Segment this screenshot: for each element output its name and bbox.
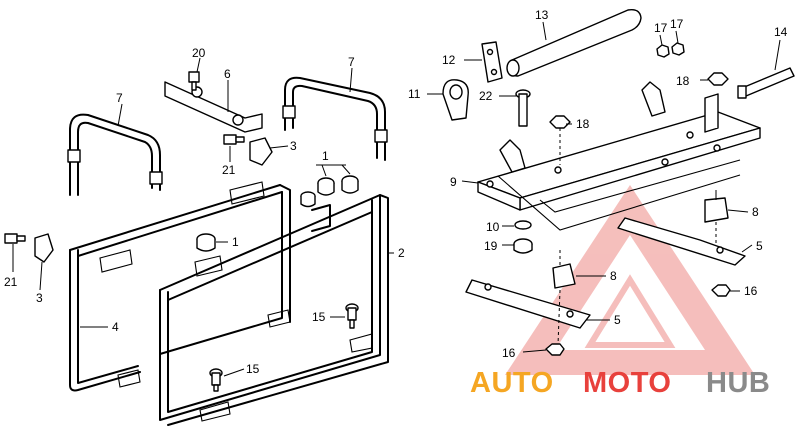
watermark-logo [505, 185, 755, 375]
watermark-wordmark: AUTO MOTO HUB [470, 367, 770, 399]
right-leaders [427, 21, 781, 353]
callout-5-lower: 5 [614, 313, 621, 327]
callout-9: 9 [450, 175, 457, 189]
callout-8-right: 8 [752, 205, 759, 219]
callout-21-left: 21 [4, 275, 18, 289]
callout-21-upper: 21 [222, 163, 236, 177]
pin-part-21-upper [223, 134, 245, 145]
callout-8-lower: 8 [610, 269, 617, 283]
clip-part-3-upper [249, 137, 273, 166]
callout-14: 14 [774, 25, 788, 39]
nut-part-17-b [671, 42, 685, 56]
callout-17-b: 17 [670, 17, 684, 31]
callout-17-a: 17 [654, 21, 668, 35]
pin-part-20 [188, 71, 200, 91]
rail-upright [704, 93, 719, 133]
nut-part-16-lower [545, 343, 565, 356]
nut-part-17-a [656, 44, 670, 58]
mount-part-8-lower [552, 250, 576, 346]
callout-7-right: 7 [348, 55, 355, 69]
watermark-part-auto: AUTO [470, 367, 554, 399]
nut-part-19 [513, 238, 533, 254]
callout-16-right: 16 [744, 284, 758, 298]
callout-1-upper: 1 [322, 149, 329, 163]
watermark-inner-triangle [584, 274, 676, 348]
callout-16-lower: 16 [502, 346, 516, 360]
callout-19: 19 [484, 239, 498, 253]
callout-5-upper: 5 [756, 239, 763, 253]
rubber-foot-part-1-d [300, 191, 316, 208]
nut-part-18-rail [549, 115, 571, 165]
callout-18-upper: 18 [676, 74, 690, 88]
frame-part-2 [159, 194, 389, 426]
watermark-part-hub: HUB [706, 367, 770, 399]
callout-labels: 20 6 7 7 3 21 1 1 2 4 15 15 21 3 13 12 1… [4, 8, 788, 376]
rubber-foot-part-1-c [196, 233, 216, 252]
callout-3-left: 3 [36, 291, 43, 305]
callout-11: 11 [408, 87, 421, 101]
nut-part-16-right [711, 284, 731, 297]
rail-bracket-right [641, 81, 666, 117]
rail-part-9 [477, 111, 761, 231]
frame-part-4 [69, 181, 291, 392]
bolt-part-14 [737, 67, 795, 99]
callout-1-lower: 1 [232, 235, 239, 249]
rubber-foot-part-1-a [317, 177, 335, 196]
watermark-part-moto: MOTO [583, 367, 671, 399]
callout-13: 13 [535, 8, 549, 22]
bolt-part-15-right [345, 303, 359, 329]
plate-part-5-upper [617, 217, 746, 266]
callout-15-lower: 15 [246, 362, 260, 376]
callout-2: 2 [398, 246, 405, 260]
bracket-part-6 [164, 81, 263, 133]
pin-part-21-left [4, 233, 26, 244]
callout-7-left: 7 [116, 91, 123, 105]
tube-part-13 [506, 8, 642, 77]
clamp-part-11 [442, 79, 469, 121]
callout-12: 12 [442, 53, 456, 67]
handle-part-7-right [282, 76, 388, 161]
handle-part-7-left [67, 113, 163, 196]
callout-4: 4 [112, 320, 119, 334]
washer-part-10 [514, 220, 532, 230]
nut-part-18-upper [707, 72, 729, 86]
callout-22: 22 [479, 89, 493, 103]
rubber-foot-part-1-b [341, 175, 359, 194]
bolt-part-15-lower [209, 368, 223, 392]
plate-part-12 [481, 41, 503, 83]
callout-15-right: 15 [312, 310, 326, 324]
callout-20: 20 [192, 46, 206, 60]
rail-bracket-left [499, 139, 526, 173]
clip-part-3-left [34, 233, 54, 263]
callout-6: 6 [224, 67, 231, 81]
mount-part-8-right [704, 190, 729, 245]
callout-10: 10 [486, 220, 500, 234]
bolt-part-22 [515, 89, 531, 127]
left-leaders [12, 57, 394, 377]
callout-3-upper: 3 [290, 139, 297, 153]
callout-18-rail: 18 [576, 117, 590, 131]
watermark-triangle [505, 185, 755, 375]
